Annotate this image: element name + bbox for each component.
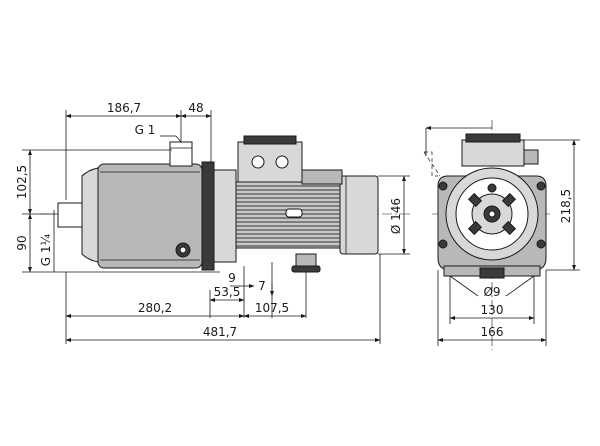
end-cable-gland — [523, 149, 539, 165]
discharge-nozzle — [169, 141, 193, 167]
dim-102-5: 102,5 — [15, 165, 29, 199]
label-g1: G 1 — [135, 123, 156, 137]
dim-166: 166 — [481, 325, 504, 339]
side-view: 186,7 48 G 1 102,5 90 G 1¼ Ø 146 9 7 — [15, 101, 410, 344]
motor-top — [301, 169, 343, 185]
cable-gland-right — [275, 155, 289, 169]
dim-dia-146: Ø 146 — [389, 198, 403, 234]
dim-dia-9: Ø9 — [483, 285, 500, 299]
dim-186-7: 186,7 — [107, 101, 141, 115]
terminal-box — [237, 141, 303, 183]
pump-flange — [201, 161, 215, 271]
end-vent-plug — [487, 183, 497, 193]
dim-53-5: 53,5 — [214, 285, 241, 299]
pump-end-cap — [81, 167, 99, 263]
dim-90: 90 — [15, 235, 29, 250]
end-terminal-box — [461, 139, 525, 167]
dim-48: 48 — [188, 101, 203, 115]
suction-nozzle — [57, 202, 83, 228]
dim-7: 7 — [258, 279, 266, 293]
nameplate — [285, 208, 303, 218]
dim-218-5: 218,5 — [559, 189, 573, 223]
dim-130: 130 — [481, 303, 504, 317]
dim-9: 9 — [228, 271, 236, 285]
cable-gland-left — [251, 155, 265, 169]
motor-fan-cover — [339, 175, 379, 255]
dim-107-5: 107,5 — [255, 301, 289, 315]
label-g1-1-4: G 1¼ — [39, 233, 53, 266]
dim-481-7: 481,7 — [203, 325, 237, 339]
end-terminal-box-lid — [465, 133, 521, 143]
dim-280-2: 280,2 — [138, 301, 172, 315]
terminal-box-lid — [243, 135, 297, 145]
motor-lantern — [213, 169, 237, 263]
end-view: 218,5 Ø9 130 166 — [423, 120, 580, 350]
